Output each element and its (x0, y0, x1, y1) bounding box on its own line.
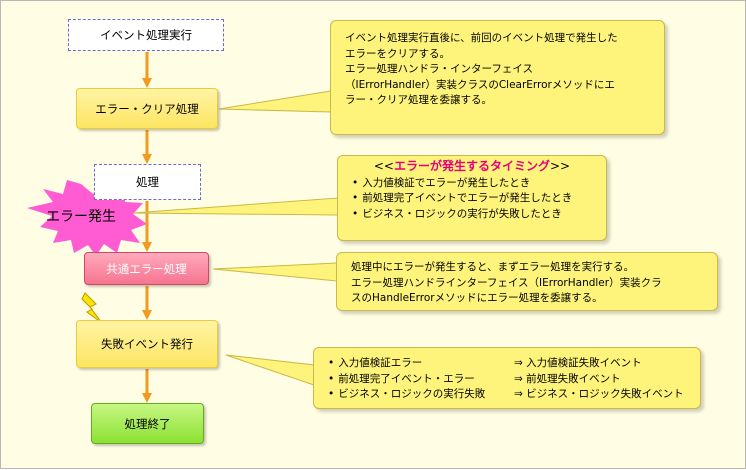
note-line: （IErrorHandler）実装クラスのClearErrorメソッドにエ (345, 78, 615, 91)
timing-prefix: << (373, 159, 394, 173)
mapping-row: ビジネス・ロジックの実行失敗 ⇒ ビジネス・ロジック失敗イベント (328, 387, 686, 403)
list-item: 前処理完了イベントでエラーが発生したとき (352, 191, 592, 207)
note-line: エラー処理ハンドラ・インターフェイス (345, 63, 534, 75)
note-handle-error: 処理中にエラーが発生すると、まずエラー処理を実行する。 エラー処理ハンドラインタ… (336, 252, 718, 311)
timing-list: 入力値検証でエラーが発生したとき 前処理完了イベントでエラーが発生したとき ビジ… (352, 176, 592, 223)
node-end: 処理終了 (91, 403, 204, 444)
note-line: エラーをクリアする。 (345, 47, 450, 60)
note-line: 処理中にエラーが発生すると、まずエラー処理を実行する。 (351, 261, 635, 273)
mapping-from: ビジネス・ロジックの実行失敗 (328, 387, 514, 403)
lightning-icon (81, 292, 103, 324)
list-item: 入力値検証でエラーが発生したとき (352, 176, 592, 192)
note-error-timing: <<エラーが発生するタイミング>> 入力値検証でエラーが発生したとき 前処理完了… (337, 155, 607, 241)
note-line: スのHandleErrorメソッドにエラー処理を委譲する。 (351, 292, 603, 304)
list-item: ビジネス・ロジックの実行が失敗したとき (352, 207, 592, 223)
callout-tail-handle (212, 262, 338, 282)
mapping-to: ⇒ ビジネス・ロジック失敗イベント (514, 388, 684, 400)
note-event-mapping: 入力値検証エラー ⇒ 入力値検証失敗イベント 前処理完了イベント・エラー ⇒ 前… (313, 347, 701, 409)
mapping-from: 前処理完了イベント・エラー (328, 372, 514, 388)
callout-tail-clear (218, 90, 332, 113)
mapping-from: 入力値検証エラー (328, 356, 514, 372)
note-line: イベント処理実行直後に、前回のイベント処理で発生した (345, 32, 618, 44)
mapping-to: ⇒ 前処理失敗イベント (514, 372, 621, 385)
node-event-start: イベント処理実行 (68, 19, 224, 51)
note-line: エラー処理ハンドラインターフェイス（IErrorHandler）実装クラ (351, 276, 662, 289)
mapping-row: 前処理完了イベント・エラー ⇒ 前処理失敗イベント (328, 372, 686, 388)
node-error-clear: エラー・クリア処理 (76, 88, 218, 129)
callout-tail-timing (132, 197, 339, 216)
timing-highlight: エラーが発生するタイミング (393, 159, 550, 173)
timing-suffix: >> (550, 159, 571, 173)
note-line: ラー・クリア処理を委譲する。 (345, 94, 492, 106)
mapping-to: ⇒ 入力値検証失敗イベント (514, 357, 642, 369)
node-process: 処理 (94, 164, 201, 200)
error-burst-label: エラー発生 (46, 209, 116, 225)
node-common-error: 共通エラー処理 (84, 252, 209, 285)
note-error-clear: イベント処理実行直後に、前回のイベント処理で発生した エラーをクリアする。 エラ… (330, 20, 665, 135)
callout-tail-mapping (225, 354, 315, 386)
mapping-row: 入力値検証エラー ⇒ 入力値検証失敗イベント (328, 356, 686, 372)
node-fail-event: 失敗イベント発行 (76, 320, 218, 368)
timing-title: <<エラーが発生するタイミング>> (352, 159, 592, 175)
